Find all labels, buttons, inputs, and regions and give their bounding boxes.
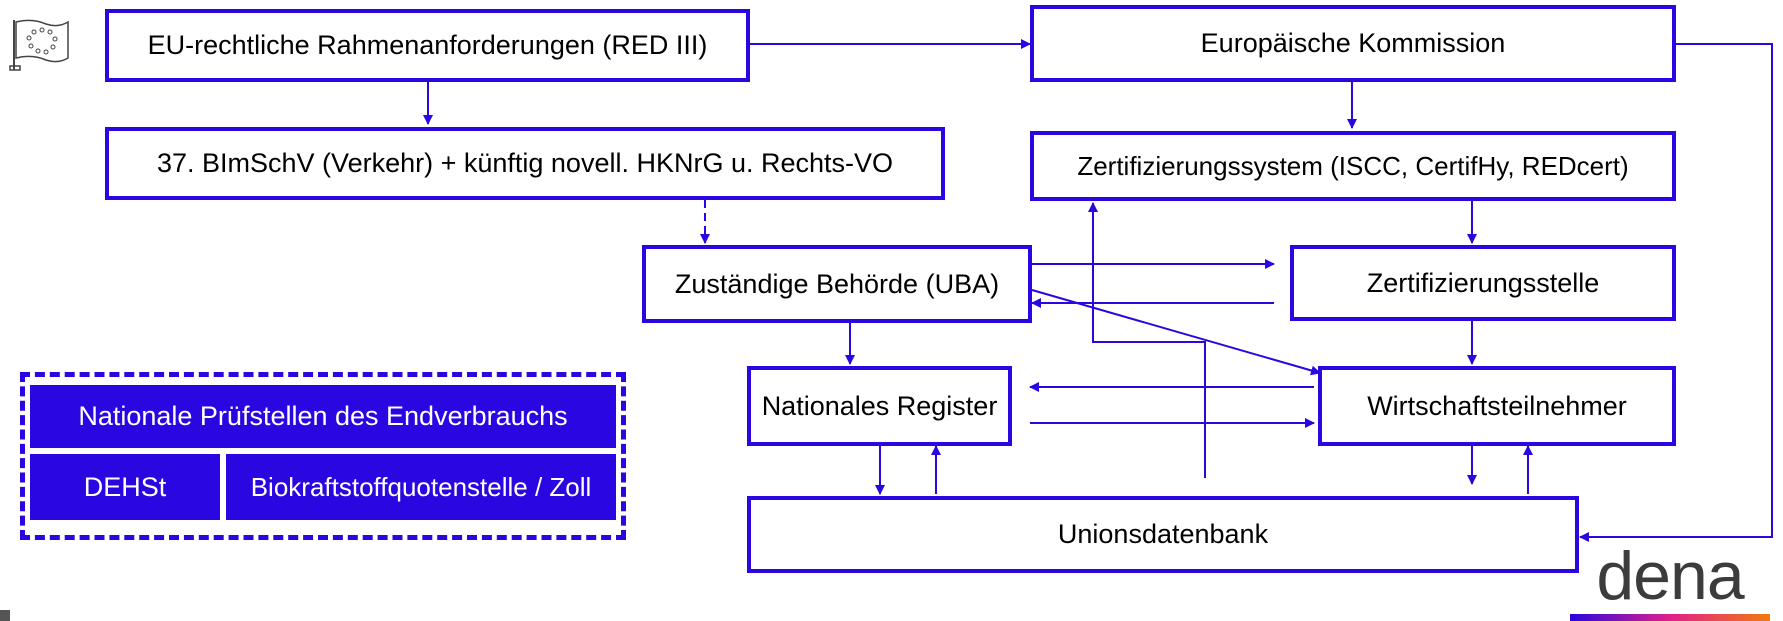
- node-cert-system-label: Zertifizierungssystem (ISCC, CertifHy, R…: [1077, 150, 1629, 181]
- node-authority-label: Zuständige Behörde (UBA): [674, 268, 1000, 299]
- node-commission: Europäische Kommission: [1030, 5, 1676, 82]
- dena-logo-bar: [1570, 614, 1770, 621]
- node-authority: Zuständige Behörde (UBA): [642, 245, 1032, 323]
- node-cert-body-label: Zertifizierungsstelle: [1366, 267, 1600, 298]
- arrow-commission-to-uniondb: [1579, 43, 1773, 542]
- prufstellen-dehst-label: DEHSt: [83, 471, 167, 502]
- prufstellen-group: Nationale Prüfstellen des Endverbrauchs …: [20, 372, 626, 540]
- arrow-loop-to-certsystem: [1088, 202, 1206, 478]
- dena-logo-text: dena: [1596, 538, 1744, 614]
- node-eu-framework-label: EU-rechtliche Rahmenanforderungen (RED I…: [147, 30, 708, 60]
- prufstellen-title-label: Nationale Prüfstellen des Endverbrauchs: [78, 401, 568, 431]
- prufstellen-zoll: Biokraftstoffquotenstelle / Zoll: [226, 454, 616, 520]
- node-bimschv: 37. BImSchV (Verkehr) + künftig novell. …: [105, 127, 945, 200]
- prufstellen-title: Nationale Prüfstellen des Endverbrauchs: [30, 385, 616, 448]
- corner-mark: [0, 610, 10, 621]
- node-national-register-label: Nationales Register: [761, 390, 998, 421]
- node-union-db-label: Unionsdatenbank: [1057, 519, 1269, 549]
- node-national-register: Nationales Register: [747, 366, 1012, 446]
- node-eu-framework: EU-rechtliche Rahmenanforderungen (RED I…: [105, 9, 750, 82]
- node-operators: Wirtschaftsteilnehmer: [1318, 366, 1676, 446]
- node-bimschv-label: 37. BImSchV (Verkehr) + künftig novell. …: [156, 148, 894, 178]
- node-operators-label: Wirtschaftsteilnehmer: [1367, 390, 1627, 421]
- node-cert-body: Zertifizierungsstelle: [1290, 245, 1676, 321]
- arrow-authority-to-operators: [1031, 289, 1321, 376]
- dena-logo: dena: [1565, 540, 1775, 621]
- node-commission-label: Europäische Kommission: [1200, 28, 1506, 58]
- eu-flag-icon: [9, 19, 69, 71]
- node-union-db: Unionsdatenbank: [747, 496, 1579, 573]
- node-cert-system: Zertifizierungssystem (ISCC, CertifHy, R…: [1030, 131, 1676, 201]
- prufstellen-dehst: DEHSt: [30, 454, 220, 520]
- prufstellen-zoll-label: Biokraftstoffquotenstelle / Zoll: [250, 471, 592, 502]
